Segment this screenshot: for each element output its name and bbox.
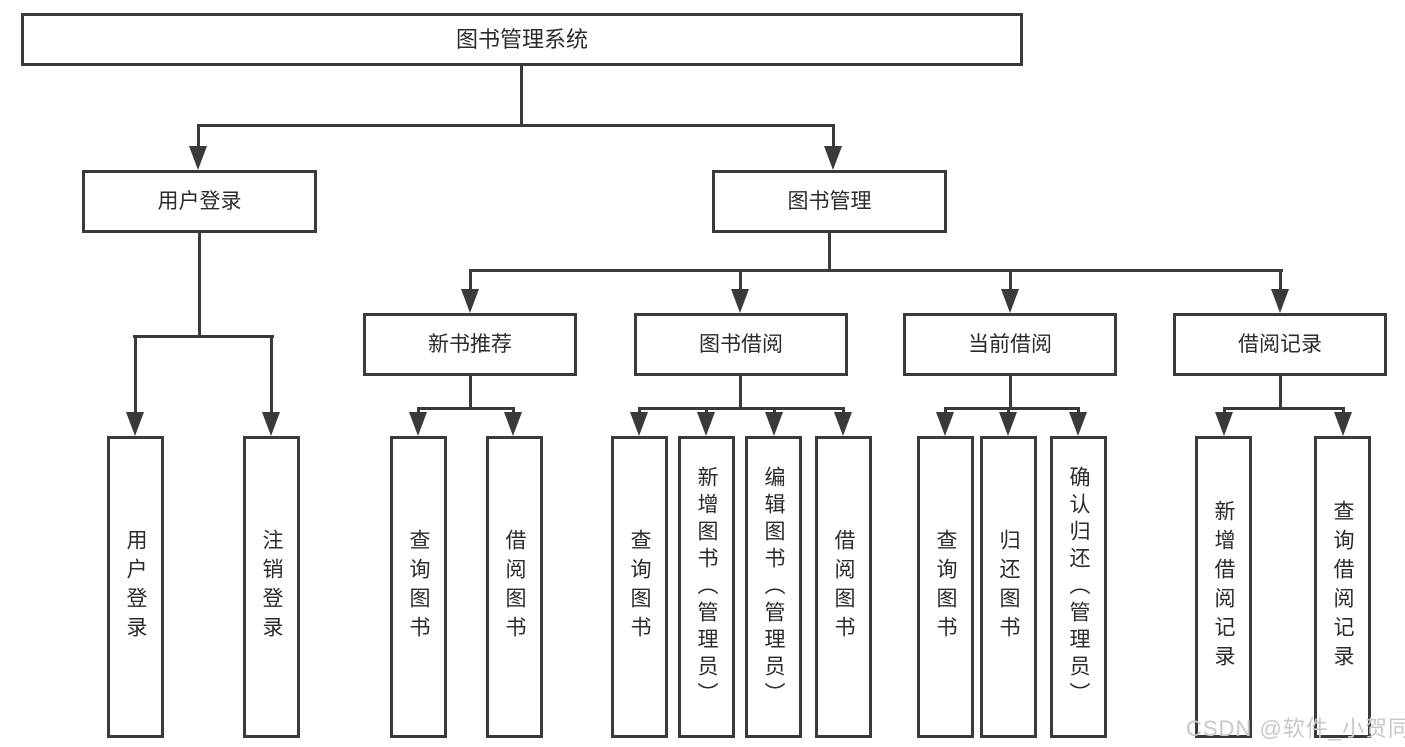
node-label: 借阅图书: [503, 529, 526, 645]
connector-line: [1223, 407, 1226, 415]
node-current-borrow: 当前借阅: [903, 313, 1117, 376]
arrow-down-icon: [630, 412, 648, 436]
node-label: 归还图书: [997, 529, 1020, 645]
leaf-confirm-return-admin: 确认归还（管理员）: [1050, 436, 1107, 738]
connector-line: [1077, 407, 1080, 415]
connector-line: [197, 124, 835, 127]
node-new-book-recommend: 新书推荐: [363, 313, 577, 376]
connector-line: [1007, 407, 1010, 415]
node-label: 编辑图书（管理员）: [762, 465, 785, 709]
connector-line: [944, 407, 1079, 410]
csdn-watermark: CSDN @软件_小贺同学: [1186, 716, 1405, 741]
leaf-query-books-current: 查询图书: [917, 436, 974, 738]
arrow-down-icon: [126, 412, 144, 436]
leaf-return-books: 归还图书: [980, 436, 1037, 738]
arrow-down-icon: [1069, 412, 1087, 436]
connector-line: [828, 233, 831, 271]
arrow-down-icon: [262, 412, 280, 436]
connector-line: [1223, 407, 1344, 410]
node-label: 用户登录: [124, 529, 147, 645]
arrow-down-icon: [409, 412, 427, 436]
connector-line: [469, 269, 472, 292]
connector-line: [832, 124, 835, 148]
leaf-user-login: 用户登录: [107, 436, 164, 738]
arrow-down-icon: [461, 289, 479, 313]
connector-line: [842, 407, 845, 415]
leaf-borrow-books-recommend: 借阅图书: [486, 436, 543, 738]
arrow-down-icon: [504, 412, 522, 436]
node-label: 借阅记录: [1238, 333, 1322, 356]
arrow-down-icon: [1334, 412, 1352, 436]
connector-line: [705, 407, 708, 415]
connector-line: [270, 335, 273, 415]
connector-line: [1009, 376, 1012, 409]
connector-line: [1279, 269, 1282, 292]
node-label: 新增图书（管理员）: [695, 465, 718, 709]
arrow-down-icon: [189, 146, 207, 170]
arrow-down-icon: [936, 412, 954, 436]
connector-line: [197, 124, 200, 148]
connector-line: [512, 407, 515, 415]
connector-line: [134, 335, 137, 415]
node-library-management-system: 图书管理系统: [21, 13, 1023, 66]
leaf-add-borrow-record: 新增借阅记录: [1195, 436, 1252, 738]
leaf-borrow-books: 借阅图书: [815, 436, 872, 738]
connector-line: [739, 376, 742, 409]
node-label: 图书借阅: [699, 333, 783, 356]
connector-line: [417, 407, 514, 410]
node-label: 新书推荐: [428, 333, 512, 356]
node-user-login: 用户登录: [82, 170, 317, 233]
node-label: 用户登录: [157, 190, 242, 213]
connector-line: [773, 407, 776, 415]
node-label: 图书管理: [787, 190, 872, 213]
leaf-logout: 注销登录: [243, 436, 300, 738]
node-book-management: 图书管理: [712, 170, 947, 233]
node-label: 当前借阅: [968, 333, 1052, 356]
connector-line: [133, 335, 274, 338]
node-label: 查询图书: [934, 529, 957, 645]
leaf-query-borrow-record: 查询借阅记录: [1314, 436, 1371, 738]
connector-line: [1009, 269, 1012, 292]
node-label: 新增借阅记录: [1212, 500, 1235, 674]
connector-line: [520, 66, 523, 125]
connector-line: [469, 376, 472, 409]
node-label: 查询图书: [407, 529, 430, 645]
leaf-query-books-recommend: 查询图书: [390, 436, 447, 738]
node-label: 确认归还（管理员）: [1067, 465, 1090, 709]
connector-line: [638, 407, 641, 415]
arrow-down-icon: [765, 412, 783, 436]
leaf-edit-books-admin: 编辑图书（管理员）: [745, 436, 802, 738]
arrow-down-icon: [1215, 412, 1233, 436]
connector-line: [198, 233, 201, 336]
leaf-add-books-admin: 新增图书（管理员）: [678, 436, 735, 738]
connector-line: [1279, 376, 1282, 409]
connector-line: [944, 407, 947, 415]
arrow-down-icon: [834, 412, 852, 436]
arrow-down-icon: [999, 412, 1017, 436]
node-borrow-record: 借阅记录: [1173, 313, 1387, 376]
node-label: 查询借阅记录: [1331, 500, 1354, 674]
connector-line: [417, 407, 420, 415]
leaf-query-books-borrow: 查询图书: [611, 436, 668, 738]
arrow-down-icon: [1001, 289, 1019, 313]
arrow-down-icon: [731, 289, 749, 313]
node-label: 图书管理系统: [455, 26, 588, 52]
arrow-down-icon: [824, 146, 842, 170]
node-label: 借阅图书: [832, 529, 855, 645]
connector-line: [1342, 407, 1345, 415]
connector-line: [739, 269, 742, 292]
connector-line: [638, 407, 844, 410]
node-label: 注销登录: [260, 529, 283, 645]
connector-line: [469, 269, 1283, 272]
arrow-down-icon: [697, 412, 715, 436]
arrow-down-icon: [1271, 289, 1289, 313]
node-label: 查询图书: [628, 529, 651, 645]
node-book-borrow: 图书借阅: [634, 313, 848, 376]
